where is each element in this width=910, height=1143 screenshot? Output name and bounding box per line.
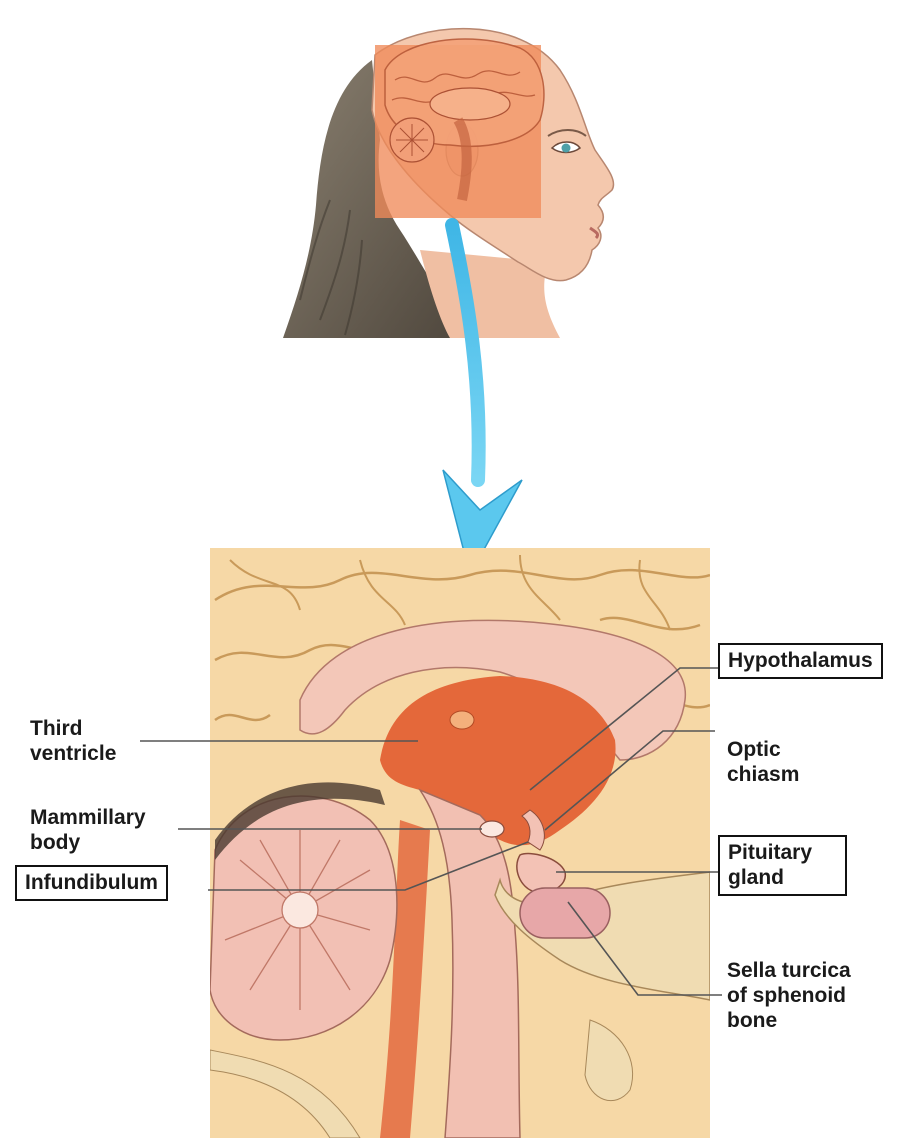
brain-section-panel	[210, 548, 710, 1138]
mammillary-body	[480, 821, 504, 837]
label-third-ventricle: Third ventricle	[30, 716, 116, 766]
label-hypothalamus: Hypothalamus	[718, 643, 883, 679]
head-illustration	[283, 29, 614, 338]
label-pituitary-gland: Pituitary gland	[718, 835, 847, 896]
label-infundibulum: Infundibulum	[15, 865, 168, 901]
sphenoid-sinus	[520, 888, 610, 938]
label-mammillary-body: Mammillary body	[30, 805, 146, 855]
label-optic-chiasm: Optic chiasm	[727, 737, 799, 787]
label-sella-turcica: Sella turcica of sphenoid bone	[727, 958, 851, 1033]
